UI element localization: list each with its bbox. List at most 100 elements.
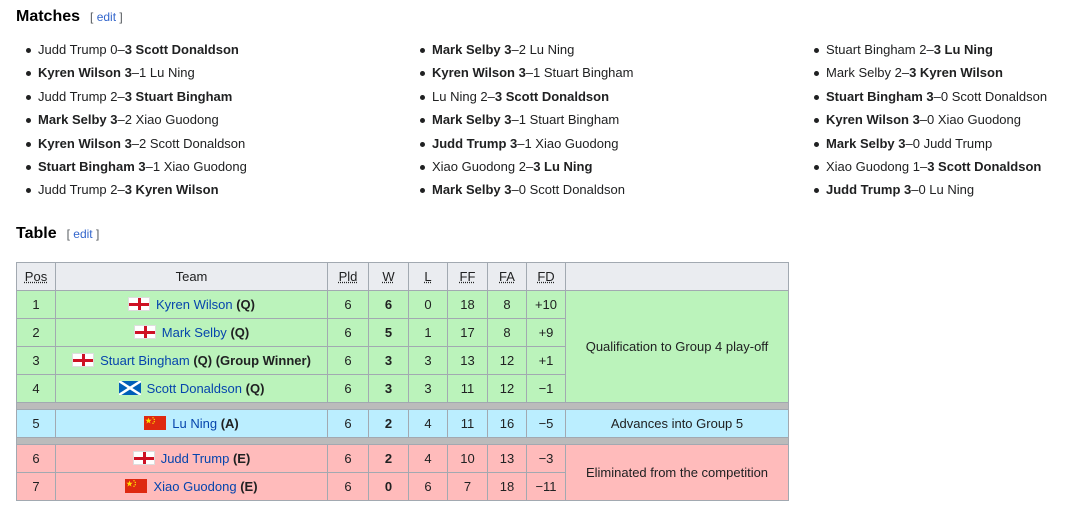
- match-result-item: Judd Trump 3–1 Xiao Guodong: [420, 132, 633, 155]
- match-result-item: Lu Ning 2–3 Scott Donaldson: [420, 85, 633, 108]
- frame-difference-cell: +9: [526, 318, 566, 347]
- column-header-pld[interactable]: Pld: [327, 262, 369, 291]
- wins-cell: 0: [368, 472, 409, 501]
- frames-against-cell: 12: [487, 374, 527, 403]
- match-result-item: Judd Trump 2–3 Kyren Wilson: [26, 178, 247, 201]
- match-text: –0 Scott Donaldson: [511, 182, 625, 198]
- match-winner-text: 3 Kyren Wilson: [909, 65, 1003, 81]
- player-link[interactable]: Mark Selby: [161, 325, 227, 340]
- frames-for-cell: 11: [447, 409, 488, 438]
- team-cell: Mark Selby (Q): [55, 318, 328, 347]
- player-link[interactable]: Judd Trump: [160, 451, 230, 466]
- china-flag-icon: [144, 416, 167, 430]
- played-cell: 6: [327, 374, 369, 403]
- match-result-item: Xiao Guodong 1–3 Scott Donaldson: [814, 155, 1047, 178]
- edit-link-matches[interactable]: edit: [96, 10, 117, 24]
- section-heading-table: Table [ edit ]: [16, 225, 99, 243]
- match-winner-text: Mark Selby 3: [432, 182, 512, 198]
- group-separator-row: [16, 437, 789, 445]
- match-result-item: Mark Selby 3–2 Lu Ning: [420, 38, 633, 61]
- match-winner-text: Judd Trump 3: [826, 182, 912, 198]
- wins-cell: 2: [368, 409, 409, 438]
- frames-for-cell: 10: [447, 444, 488, 473]
- position-cell: 2: [16, 318, 56, 347]
- played-cell: 6: [327, 318, 369, 347]
- frame-difference-cell: +10: [526, 290, 566, 319]
- player-link[interactable]: Lu Ning: [172, 416, 218, 431]
- match-result-item: Kyren Wilson 3–1 Stuart Bingham: [420, 61, 633, 84]
- player-link[interactable]: Stuart Bingham: [100, 353, 190, 368]
- status-tag: (E): [232, 451, 251, 466]
- match-result-item: Mark Selby 3–0 Scott Donaldson: [420, 178, 633, 201]
- match-winner-text: Kyren Wilson 3: [38, 135, 132, 151]
- match-text: –1 Stuart Bingham: [525, 65, 634, 81]
- section-heading-text: Table: [16, 225, 57, 242]
- england-flag-icon: [132, 451, 155, 465]
- column-header-ff[interactable]: FF: [447, 262, 488, 291]
- frames-against-cell: 12: [487, 346, 527, 375]
- match-text: Judd Trump 2–: [38, 182, 125, 198]
- match-text: –0 Judd Trump: [905, 135, 993, 151]
- frame-difference-cell: −1: [526, 374, 566, 403]
- team-cell: Kyren Wilson (Q): [55, 290, 328, 319]
- match-winner-text: Kyren Wilson 3: [826, 112, 920, 128]
- played-cell: 6: [327, 409, 369, 438]
- team-cell: Xiao Guodong (E): [55, 472, 328, 501]
- frame-difference-cell: −3: [526, 444, 566, 473]
- match-text: –0 Scott Donaldson: [933, 88, 1048, 104]
- position-cell: 4: [16, 374, 56, 403]
- england-flag-icon: [128, 297, 150, 311]
- player-link[interactable]: Xiao Guodong: [153, 479, 237, 494]
- match-result-item: Mark Selby 3–1 Stuart Bingham: [420, 108, 633, 131]
- losses-cell: 1: [408, 318, 448, 347]
- frames-for-cell: 17: [447, 318, 488, 347]
- column-header-l[interactable]: L: [408, 262, 448, 291]
- frames-for-cell: 7: [447, 472, 488, 501]
- match-text: –1 Xiao Guodong: [517, 135, 619, 151]
- match-result-item: Judd Trump 2–3 Stuart Bingham: [26, 85, 247, 108]
- match-text: –2 Scott Donaldson: [131, 135, 246, 151]
- edit-section-link: [ edit ]: [66, 227, 100, 241]
- match-result-item: Mark Selby 3–2 Xiao Guodong: [26, 108, 247, 131]
- qualification-note-cell: Advances into Group 5: [565, 409, 789, 438]
- match-result-item: Kyren Wilson 3–2 Scott Donaldson: [26, 132, 247, 155]
- frame-difference-cell: −11: [526, 472, 566, 501]
- frames-against-cell: 13: [487, 444, 527, 473]
- edit-link-table[interactable]: edit: [73, 227, 93, 241]
- losses-cell: 4: [408, 409, 448, 438]
- match-winner-text: 3 Scott Donaldson: [494, 88, 610, 104]
- qualification-note-cell: Qualification to Group 4 play-off: [565, 290, 789, 403]
- column-header-fd[interactable]: FD: [526, 262, 566, 291]
- group-separator: [16, 402, 789, 410]
- player-link[interactable]: Scott Donaldson: [146, 381, 242, 396]
- section-heading-matches: Matches[ edit ]: [16, 8, 123, 26]
- losses-cell: 3: [408, 346, 448, 375]
- column-header-pos[interactable]: Pos: [16, 262, 56, 291]
- match-winner-text: Kyren Wilson 3: [432, 65, 526, 81]
- match-text: Mark Selby 2–: [826, 65, 910, 81]
- match-result-item: Kyren Wilson 3–1 Lu Ning: [26, 61, 247, 84]
- played-cell: 6: [327, 472, 369, 501]
- match-text: Xiao Guodong 2–: [432, 158, 534, 174]
- match-text: Lu Ning 2–: [432, 88, 495, 104]
- group-winner-tag: (Group Winner): [215, 353, 311, 368]
- match-text: –1 Lu Ning: [131, 65, 195, 81]
- status-tag: (Q): [236, 297, 255, 312]
- section-heading-text: Matches: [16, 8, 81, 25]
- losses-cell: 6: [408, 472, 448, 501]
- england-flag-icon: [72, 353, 95, 367]
- match-text: –2 Lu Ning: [511, 42, 575, 57]
- match-text: –1 Xiao Guodong: [145, 158, 247, 174]
- column-header-fa[interactable]: FA: [487, 262, 527, 291]
- column-header-w[interactable]: W: [368, 262, 409, 291]
- losses-cell: 3: [408, 374, 448, 403]
- column-header-team: Team: [55, 262, 328, 291]
- match-winner-text: 3 Stuart Bingham: [124, 88, 233, 104]
- player-link[interactable]: Kyren Wilson: [156, 297, 233, 312]
